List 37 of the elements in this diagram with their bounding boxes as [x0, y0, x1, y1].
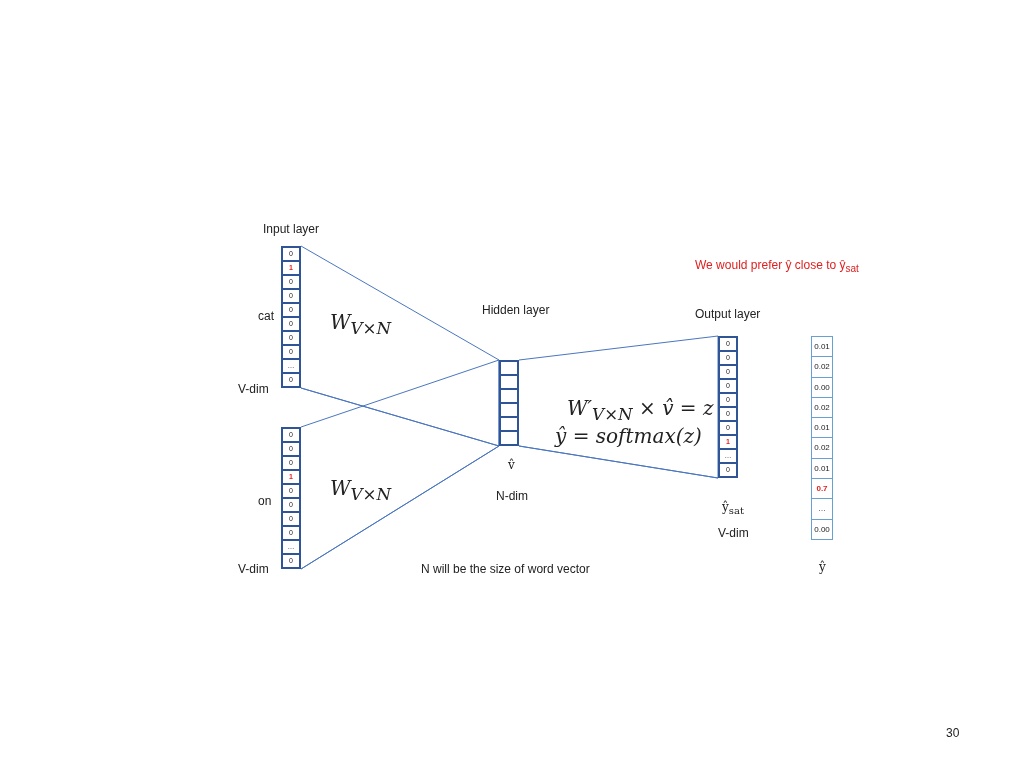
- layer-heading: Hidden layer: [482, 303, 550, 317]
- vector-cell: 0.02: [812, 438, 832, 459]
- formula-text: W′$_{V×N}$ × v̂ = z: [567, 396, 714, 426]
- note-text: We would prefer ŷ close to ŷ$_{sat}$: [695, 258, 859, 277]
- vector-cell: …: [812, 499, 832, 520]
- layer-heading: Input layer: [263, 222, 320, 236]
- vector-cell: 0.00: [812, 377, 832, 398]
- weight-matrix-symbol: W$_{V×N}$: [330, 310, 392, 340]
- page-number: 30: [946, 726, 960, 740]
- layer-heading: Output layer: [695, 307, 761, 321]
- vector-cell: 0.7: [812, 479, 832, 500]
- word-label: on: [258, 494, 272, 508]
- weight-matrix-symbol: W$_{V×N}$: [330, 476, 392, 506]
- vector-cell: 0.01: [812, 337, 832, 358]
- dimension-label: V-dim: [238, 382, 269, 396]
- hidden-vector: [499, 360, 519, 446]
- vector-cell: 0.01: [812, 418, 832, 439]
- dimension-label: V-dim: [718, 526, 749, 540]
- output-vector: [718, 336, 738, 478]
- connector-line: [300, 359, 500, 570]
- vector-cell: 0.02: [812, 397, 832, 419]
- vector-symbol: ŷ: [819, 560, 826, 574]
- vector-symbol: ŷ$_{sat}$: [722, 500, 744, 519]
- one-hot-vector: [281, 246, 301, 388]
- caption-text: N will be the size of word vector: [421, 562, 590, 576]
- vector-symbol: v̂: [508, 458, 515, 472]
- word-label: cat: [258, 309, 274, 323]
- vector-cell: 0.02: [812, 357, 832, 378]
- dimension-label: V-dim: [238, 562, 269, 576]
- connector-line: [518, 335, 719, 479]
- dimension-label: N-dim: [496, 489, 528, 503]
- vector-cell-text: 0.00: [813, 523, 831, 536]
- probability-vector: [811, 336, 833, 540]
- one-hot-vector: [281, 427, 301, 569]
- formula-text: ŷ = softmax(z): [555, 424, 702, 448]
- connector-line: [300, 245, 500, 447]
- vector-cell: 0.01: [812, 458, 832, 480]
